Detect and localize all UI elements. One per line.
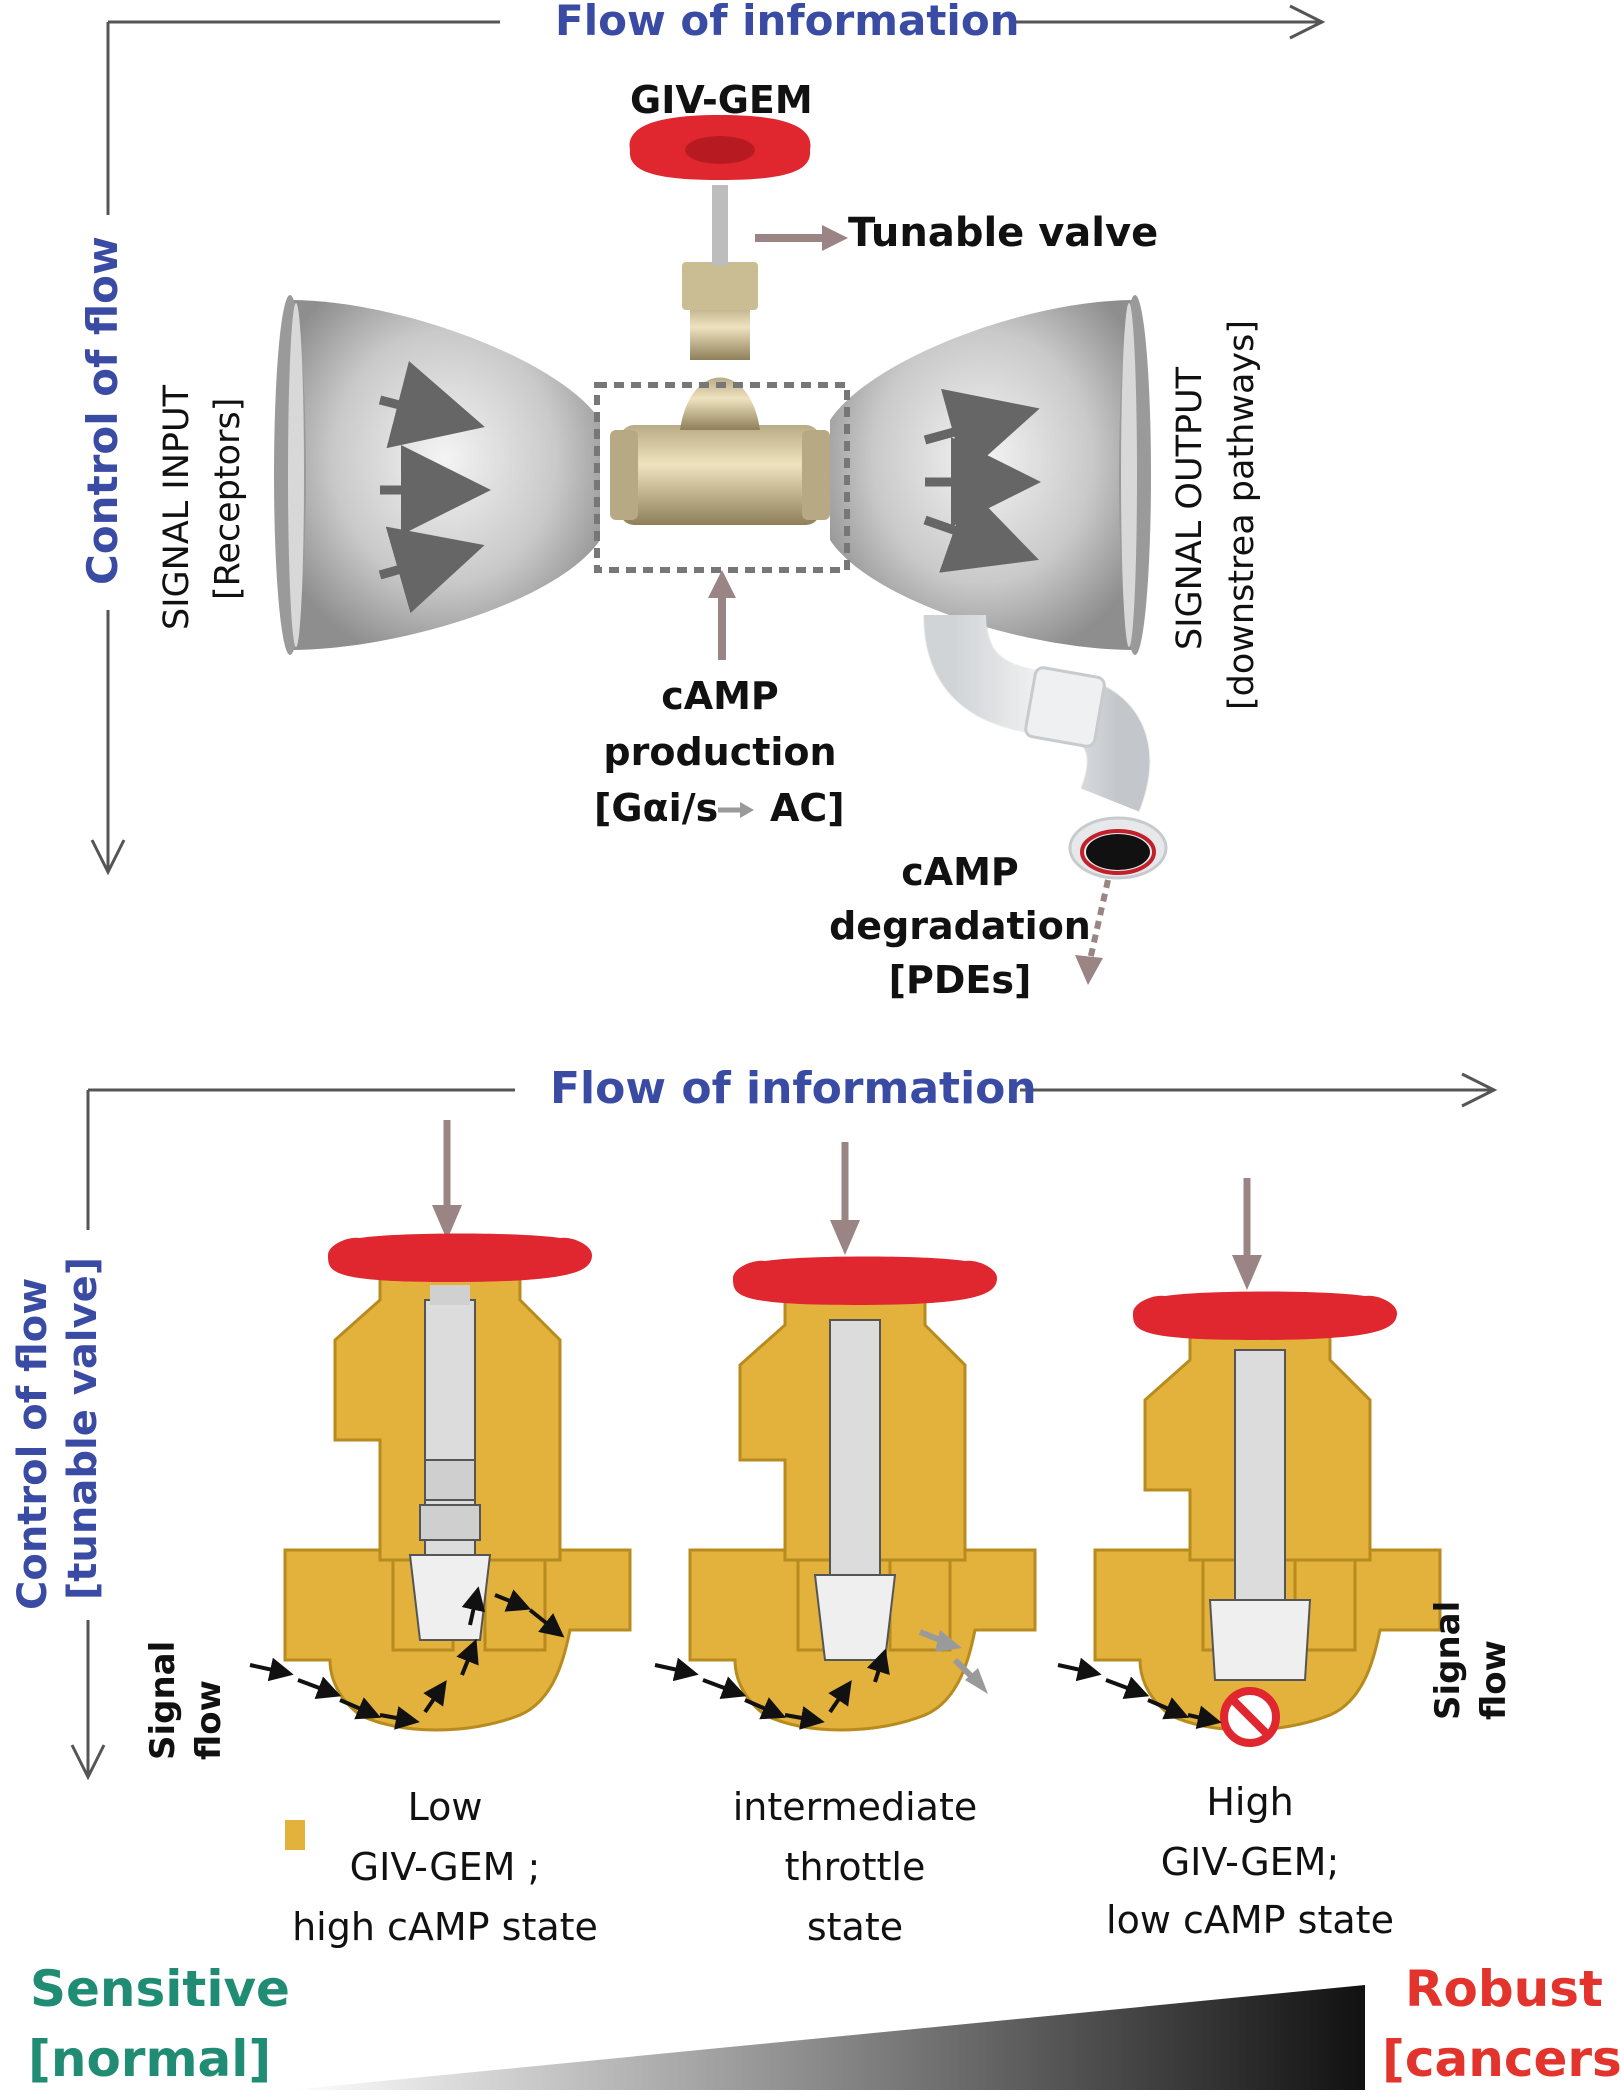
state2-line3: state	[806, 1905, 904, 1949]
top-flow-axis	[90, 4, 1326, 876]
production-line1: cAMP	[661, 674, 779, 718]
state2-line1: intermediate	[732, 1785, 978, 1829]
knob-pressure-arrows	[432, 1120, 1262, 1290]
sensitivity-gradient	[290, 1985, 1365, 2090]
degradation-pipe	[923, 613, 1168, 880]
production-line3b: AC]	[770, 786, 845, 830]
degradation-arrow	[1075, 879, 1111, 985]
knob-label: GIV-GEM	[630, 78, 813, 122]
state2-line2: throttle	[784, 1845, 926, 1889]
state1-line3: high cAMP state	[292, 1905, 598, 1949]
central-valve	[610, 115, 830, 525]
signal-input-sub: [Receptors]	[208, 397, 248, 600]
signal-output-label: SIGNAL OUTPUT	[1170, 366, 1210, 650]
valve-open	[283, 1233, 632, 1850]
tunable-valve-label: Tunable valve	[848, 210, 1159, 256]
robust-label: Robust	[1405, 1960, 1603, 2018]
input-arrows	[378, 360, 491, 614]
signal-input-label: SIGNAL INPUT	[157, 384, 197, 630]
signal-output-sub: [downstrea pathways]	[1222, 319, 1262, 710]
degradation-line2: degradation	[829, 904, 1091, 948]
production-line3a: [Gαi/s	[594, 786, 719, 830]
state3-line3: low cAMP state	[1106, 1898, 1394, 1942]
cancers-label: [cancers]	[1382, 2030, 1621, 2088]
signal-input-bell	[274, 295, 600, 655]
gai-to-ac-arrow	[718, 802, 754, 818]
production-line2: production	[603, 730, 837, 774]
normal-label: [normal]	[28, 2030, 272, 2088]
signal-flow-left: Signal flow	[143, 1640, 229, 1760]
signal-output-bell	[830, 295, 1151, 655]
bottom-control-line1: Control of flow	[10, 1277, 56, 1610]
bottom-flow-axis	[70, 1072, 1498, 1781]
signal-flow-right: Signal flow	[1428, 1600, 1514, 1720]
valve-flow-arrows	[249, 1586, 1222, 1730]
sensitive-label: Sensitive	[30, 1960, 290, 2018]
adenylyl-cyclase-box	[594, 382, 850, 573]
valve-closed	[1093, 1291, 1442, 1747]
throttle-gray-arrows	[918, 1629, 988, 1694]
output-arrows	[923, 388, 1041, 573]
state3-line1: High	[1206, 1780, 1294, 1824]
state3-line2: GIV-GEM;	[1160, 1840, 1340, 1884]
valve-throttle	[688, 1256, 1037, 1732]
camp-production-arrow	[708, 570, 736, 660]
bottom-flow-label: Flow of information	[550, 1063, 1037, 1114]
state1-line1: Low	[407, 1785, 483, 1829]
top-control-label: Control of flow	[78, 236, 127, 585]
bottom-control-line2: [tunable valve]	[60, 1256, 106, 1600]
degradation-line3: [PDEs]	[888, 958, 1032, 1002]
degradation-line1: cAMP	[901, 850, 1019, 894]
state1-line2: GIV-GEM ;	[349, 1845, 541, 1889]
tunable-valve-arrow	[755, 225, 848, 251]
top-flow-label: Flow of information	[555, 0, 1020, 45]
